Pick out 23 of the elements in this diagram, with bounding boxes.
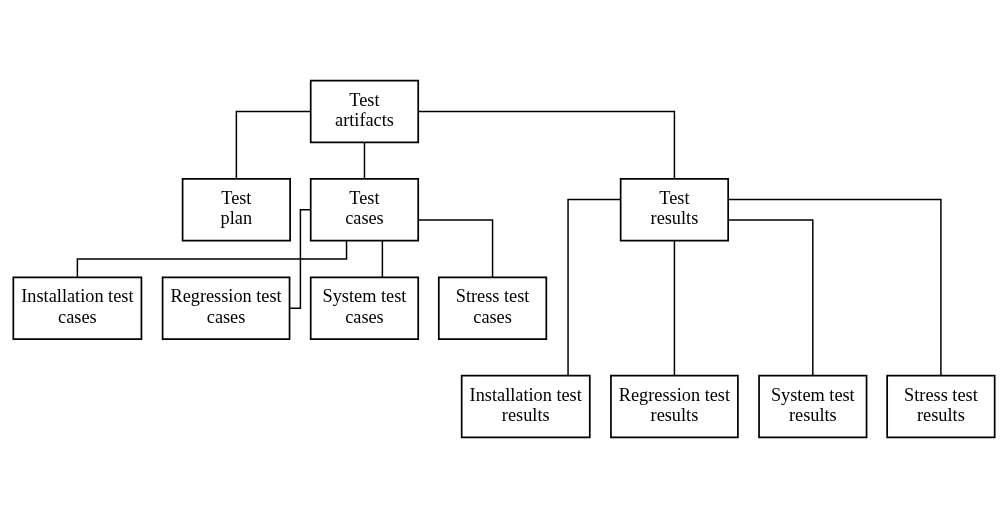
node-box: Stress test cases [437, 276, 548, 340]
connector [727, 219, 814, 377]
node-box: Test artifacts [309, 79, 420, 144]
connector [235, 110, 312, 180]
node-box: System test cases [309, 276, 420, 340]
node-box: Installation test cases [12, 276, 143, 340]
connector [417, 110, 676, 180]
node-box: Test results [619, 178, 730, 242]
node-box: Regression test cases [161, 276, 291, 340]
connector [673, 240, 676, 377]
connector [567, 198, 622, 377]
connector [417, 219, 494, 278]
connector [289, 209, 312, 309]
connector [727, 198, 942, 377]
node-box: Test cases [309, 178, 420, 242]
node-box: System test results [758, 374, 868, 439]
node-box: Regression test results [610, 374, 739, 439]
node-box: Stress test results [886, 374, 996, 439]
node-box: Test plan [181, 178, 291, 242]
connector [363, 141, 366, 180]
connector [381, 240, 384, 278]
connector [76, 240, 348, 278]
node-box: Installation test results [460, 374, 591, 439]
